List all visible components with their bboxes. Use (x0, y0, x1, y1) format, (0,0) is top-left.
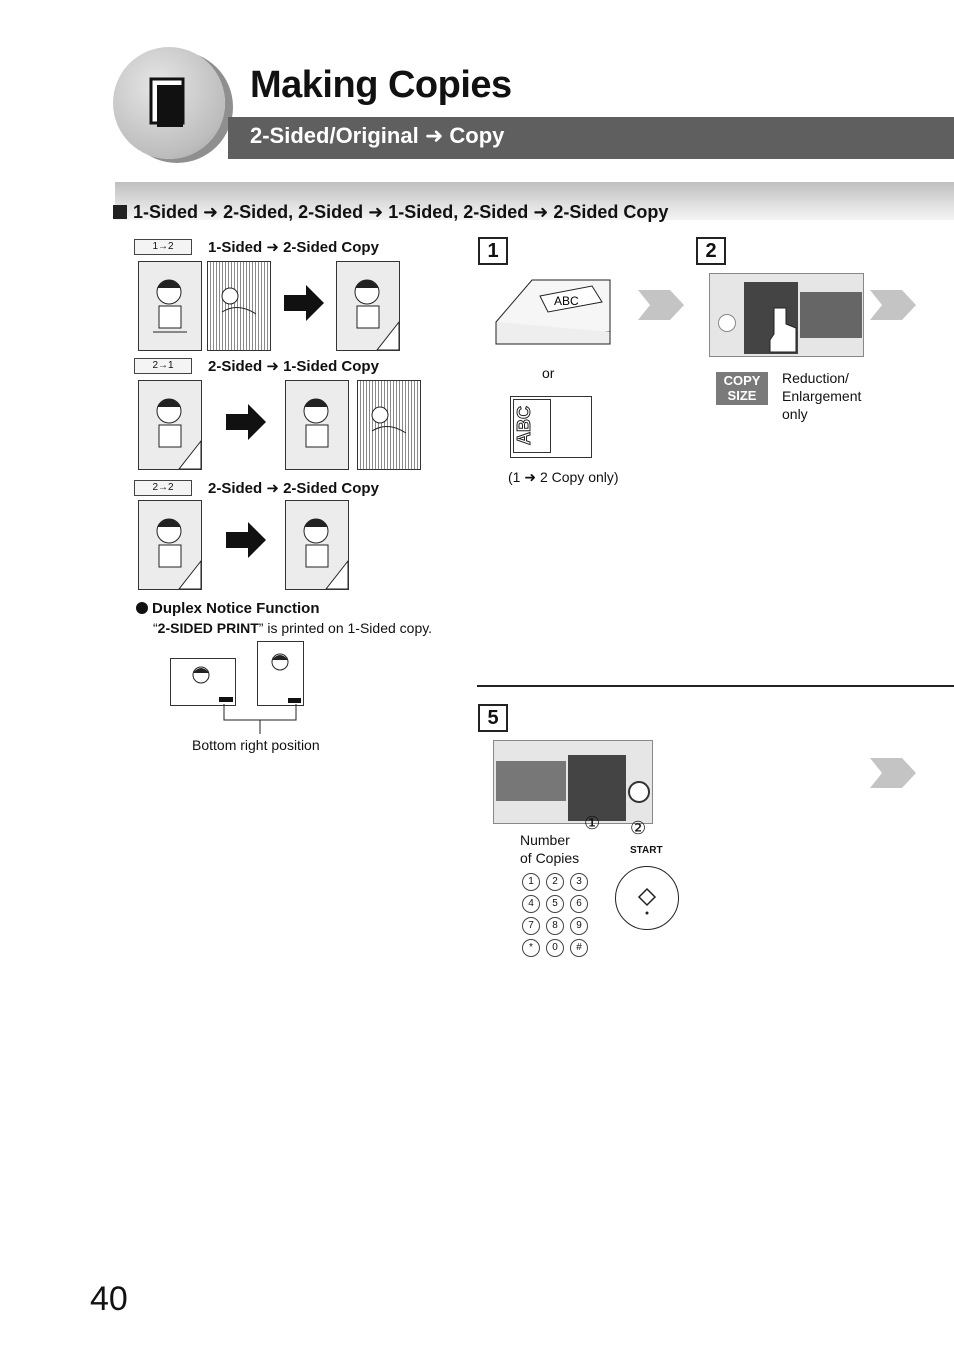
original-sheet-back (207, 261, 271, 351)
section-band (115, 182, 954, 220)
cartoon-figure-icon (271, 653, 301, 703)
panel-touch-screen (496, 761, 566, 801)
original-sheet-front (138, 261, 202, 351)
cartoon-clock-icon (371, 406, 407, 434)
panel-keypad-block (568, 755, 626, 821)
cartoon-figure-icon (303, 398, 329, 448)
control-panel-keypad-illustration (493, 740, 653, 824)
cartoon-figure-icon (192, 666, 233, 702)
start-diamond-icon (637, 887, 657, 915)
key-3[interactable]: 3 (570, 873, 588, 891)
next-step-chevron-icon (870, 758, 916, 788)
mode-label-2to2: 2-Sided ➜ 2-Sided Copy (208, 480, 379, 497)
start-label: START (630, 845, 663, 856)
cartoon-figure-icon (156, 518, 202, 590)
copy-sheet-duplex (336, 261, 400, 351)
panel-touch-screen (800, 292, 862, 338)
original-sheet-duplex (138, 500, 202, 590)
cartoon-figure-icon (153, 279, 187, 333)
mode-tag-2to2: 2→2 (134, 480, 192, 496)
key-2[interactable]: 2 (546, 873, 564, 891)
adf-feeder-illustration: ABC (495, 279, 611, 345)
subtitle-band (228, 117, 954, 159)
callout-2-icon: ② (630, 818, 647, 838)
mode-tag-2to1: 2→1 (134, 358, 192, 374)
mode-label-1to2: 1-Sided ➜ 2-Sided Copy (208, 239, 379, 256)
control-panel-illustration (709, 273, 864, 357)
page-title: Making Copies (250, 64, 512, 106)
right-arrow-icon (226, 522, 266, 558)
start-button[interactable] (615, 866, 679, 930)
key-star[interactable]: * (522, 939, 540, 957)
landscape-copy-sheet (170, 658, 236, 706)
platen-glass-illustration: ABC (510, 396, 592, 458)
page-subtitle: 2-Sided/Original ➜ Copy (250, 123, 505, 148)
mode-label-2to1: 2-Sided ➜ 1-Sided Copy (208, 358, 379, 375)
copy-size-button[interactable]: COPY SIZE (716, 372, 768, 405)
panel-power-button (718, 314, 736, 332)
section-divider (477, 685, 954, 687)
callout-1-icon: ① (584, 813, 601, 833)
bottom-right-position-caption: Bottom right position (192, 737, 320, 753)
document-icon (149, 77, 185, 127)
next-step-chevron-icon (870, 290, 916, 320)
copy-sheet-front (285, 380, 349, 470)
page-number: 40 (90, 1280, 128, 1318)
key-1[interactable]: 1 (522, 873, 540, 891)
number-of-copies-label: Number of Copies (520, 832, 580, 866)
mode-tag-1to2: 1→2 (134, 239, 192, 255)
step-1-number: 1 (478, 237, 508, 265)
cartoon-figure-icon (354, 279, 400, 351)
duplex-notice-heading: Duplex Notice Function (136, 600, 320, 617)
step-2-description: Reduction/ Enlargement only (782, 370, 862, 422)
cartoon-figure-icon (303, 518, 349, 590)
numeric-keypad: 1 2 3 4 5 6 7 8 9 * 0 # (522, 873, 592, 957)
key-8[interactable]: 8 (546, 917, 564, 935)
keypad-grid: 1 2 3 4 5 6 7 8 9 * 0 # (522, 873, 592, 957)
chapter-icon-circle (113, 47, 225, 159)
position-bracket-line (223, 704, 297, 734)
key-0[interactable]: 0 (546, 939, 564, 957)
bullet-square-icon (113, 205, 127, 219)
original-sheet-duplex (138, 380, 202, 470)
step-5-number: 5 (478, 704, 508, 732)
key-6[interactable]: 6 (570, 895, 588, 913)
next-step-chevron-icon (638, 290, 684, 320)
portrait-copy-sheet (257, 641, 304, 706)
cartoon-clock-icon (221, 287, 257, 315)
key-hash[interactable]: # (570, 939, 588, 957)
key-5[interactable]: 5 (546, 895, 564, 913)
panel-start-button (628, 781, 650, 803)
or-text: or (542, 365, 555, 381)
right-arrow-icon (226, 404, 266, 440)
pointing-hand-icon (769, 307, 797, 353)
duplex-notice-text: “2-SIDED PRINT” is printed on 1-Sided co… (153, 620, 433, 636)
section-title: 1-Sided ➜ 2-Sided, 2-Sided ➜ 1-Sided, 2-… (113, 202, 668, 223)
copy-sheet-back (357, 380, 421, 470)
svg-text:ABC: ABC (554, 294, 579, 308)
bullet-circle-icon (136, 602, 148, 614)
mirrored-abc-text: ABC (513, 399, 551, 453)
key-4[interactable]: 4 (522, 895, 540, 913)
right-arrow-icon (284, 285, 324, 321)
key-7[interactable]: 7 (522, 917, 540, 935)
key-9[interactable]: 9 (570, 917, 588, 935)
step-1-note: (1 ➜ 2 Copy only) (508, 469, 619, 485)
cartoon-figure-icon (156, 398, 202, 470)
copy-sheet-duplex (285, 500, 349, 590)
step-2-number: 2 (696, 237, 726, 265)
